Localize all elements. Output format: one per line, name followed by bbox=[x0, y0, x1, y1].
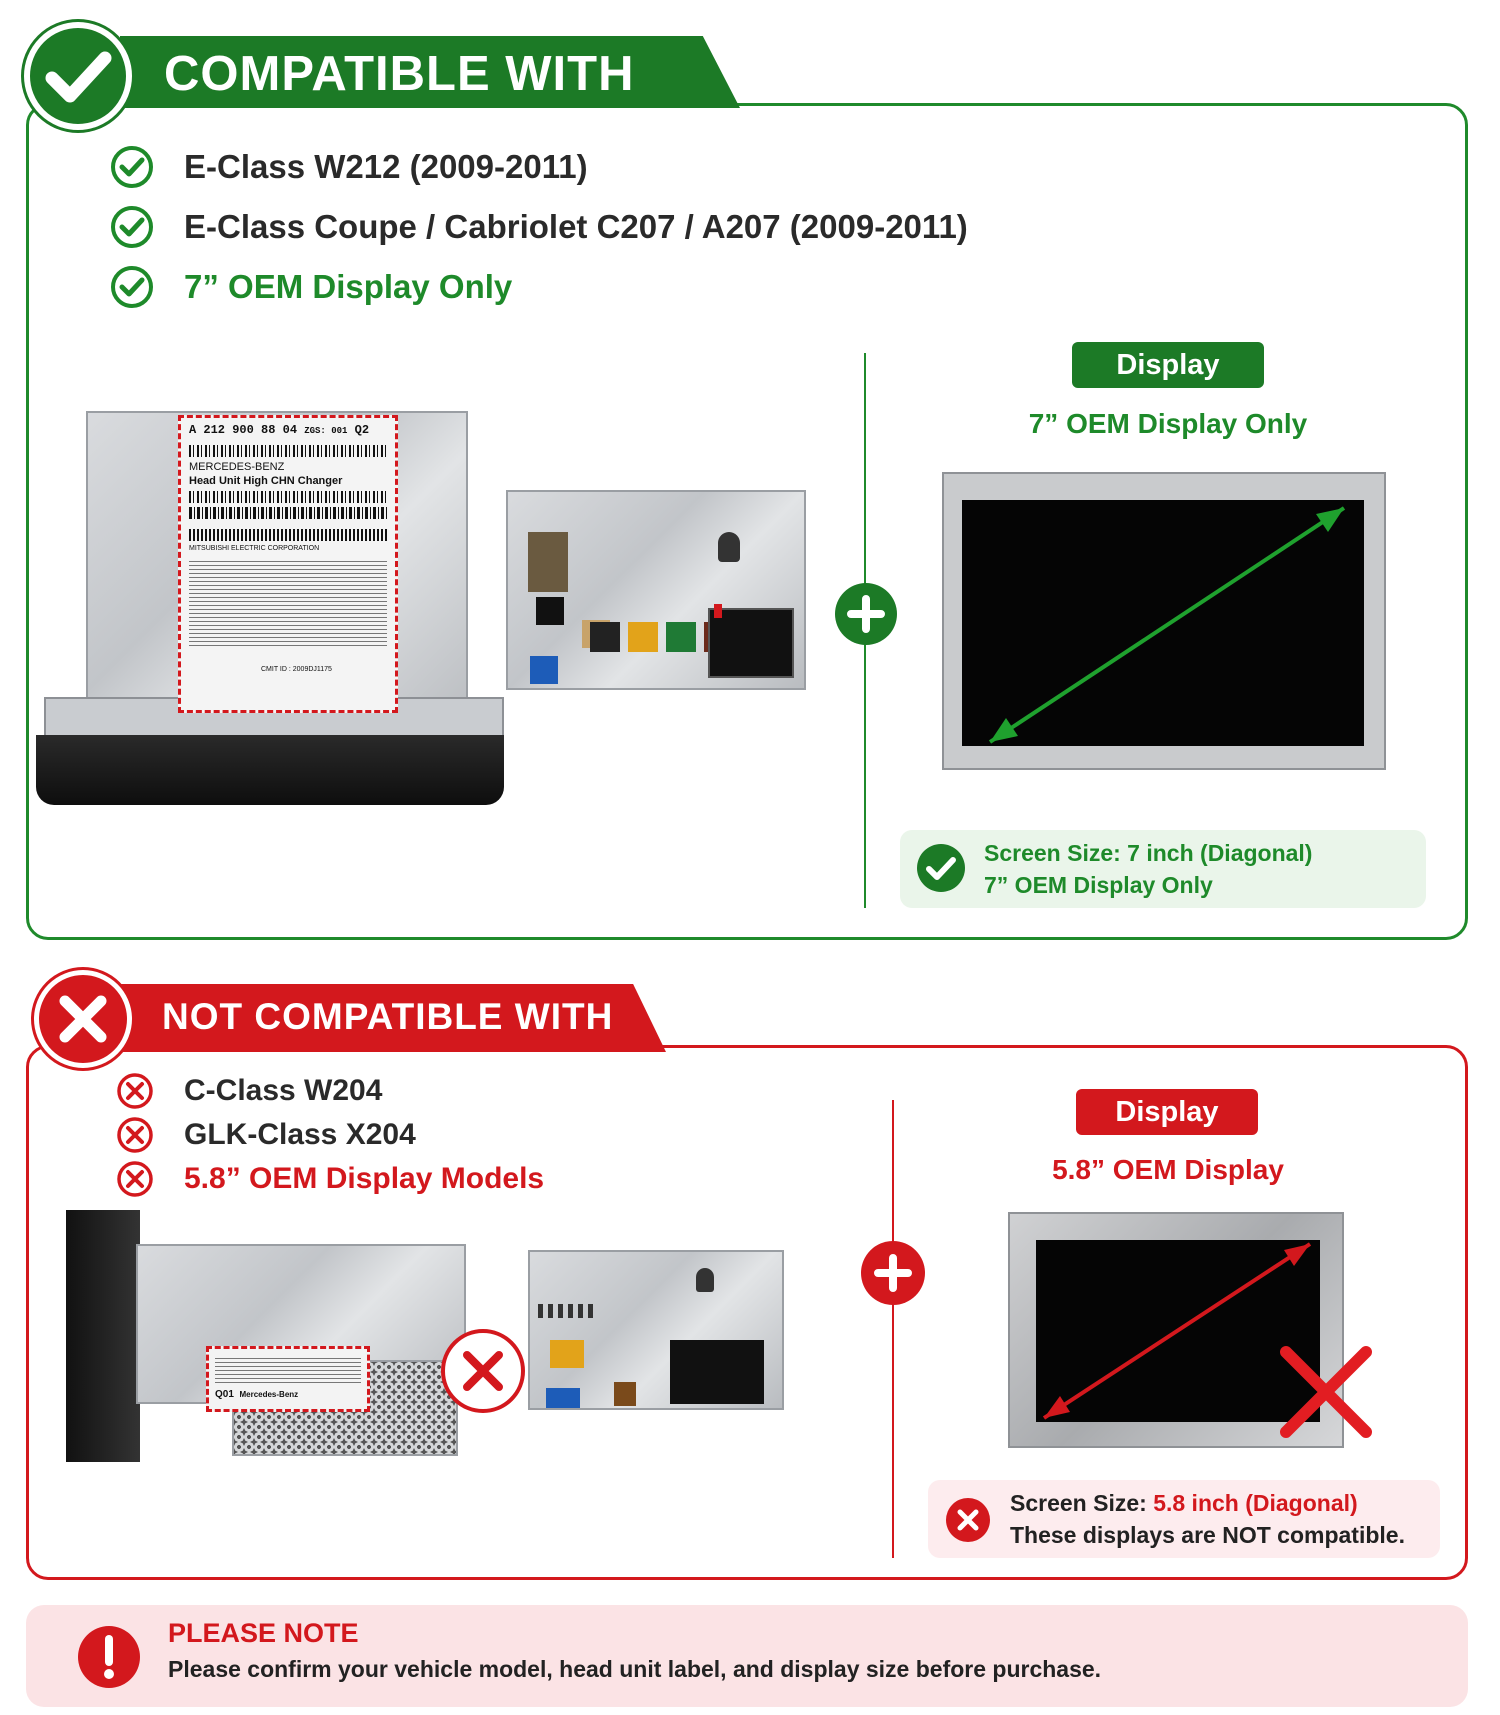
list-item: E-Class W212 (2009-2011) bbox=[110, 145, 968, 189]
x-circle-icon bbox=[117, 1117, 153, 1153]
compatible-head-unit-image: A 212 900 88 04 ZGS: 001 Q2 MERCEDES-BEN… bbox=[36, 405, 506, 805]
compatible-display-subtitle: 7” OEM Display Only bbox=[1028, 408, 1308, 439]
x-circle-icon bbox=[946, 1498, 990, 1542]
not-compatible-display-image bbox=[1008, 1212, 1344, 1448]
check-circle-icon bbox=[111, 206, 153, 248]
checkmark-icon bbox=[24, 22, 132, 130]
not-compatible-display-pill: Display bbox=[1076, 1089, 1258, 1135]
please-note-title: PLEASE NOTE bbox=[168, 1618, 359, 1648]
not-compatible-heading: NOT COMPATIBLE WITH bbox=[162, 996, 614, 1037]
not-compatible-display-subtitle: 5.8” OEM Display bbox=[1052, 1154, 1284, 1185]
compatible-connector-image bbox=[506, 490, 806, 690]
exclamation-icon bbox=[78, 1626, 140, 1688]
diagonal-arrow-icon bbox=[988, 506, 1346, 744]
compatible-banner: COMPATIBLE WITH bbox=[120, 36, 740, 108]
compatible-heading: COMPATIBLE WITH bbox=[164, 47, 635, 101]
not-compatible-head-unit-image: Q01 Mercedes-Benz bbox=[66, 1210, 466, 1462]
please-note-text: Please confirm your vehicle model, head … bbox=[168, 1656, 1102, 1682]
compatible-display-image bbox=[942, 472, 1386, 770]
not-compatible-banner: NOT COMPATIBLE WITH bbox=[118, 984, 666, 1052]
compatible-screen-size-box: Screen Size: 7 inch (Diagonal) 7” OEM Di… bbox=[900, 830, 1426, 908]
x-circle-icon bbox=[117, 1161, 153, 1197]
compatible-panel bbox=[26, 103, 1468, 940]
check-circle-icon bbox=[111, 146, 153, 188]
list-item: C-Class W204 bbox=[116, 1072, 544, 1110]
list-item: E-Class Coupe / Cabriolet C207 / A207 (2… bbox=[110, 205, 968, 249]
list-item: GLK-Class X204 bbox=[116, 1116, 544, 1154]
x-circle-icon bbox=[441, 1329, 525, 1413]
plus-circle-icon bbox=[861, 1241, 925, 1305]
not-compatible-screen-size-box: Screen Size: 5.8 inch (Diagonal) These d… bbox=[928, 1480, 1440, 1558]
not-compatible-panel bbox=[26, 1045, 1468, 1580]
compatible-list: E-Class W212 (2009-2011) E-Class Coupe /… bbox=[110, 145, 968, 309]
diagonal-arrow-icon bbox=[1042, 1242, 1312, 1420]
please-note-box bbox=[26, 1605, 1468, 1707]
not-compatible-divider bbox=[892, 1100, 894, 1558]
big-x-icon bbox=[1280, 1346, 1372, 1438]
list-item: 5.8” OEM Display Models bbox=[116, 1160, 544, 1198]
check-circle-icon bbox=[917, 844, 965, 892]
x-circle-icon bbox=[117, 1073, 153, 1109]
check-circle-icon bbox=[111, 266, 153, 308]
not-compatible-list: C-Class W204 GLK-Class X204 5.8” OEM Dis… bbox=[116, 1072, 544, 1198]
close-icon bbox=[34, 970, 132, 1068]
not-compatible-connector-image bbox=[528, 1250, 784, 1410]
list-item: 7” OEM Display Only bbox=[110, 265, 968, 309]
plus-circle-icon bbox=[835, 583, 897, 645]
compatible-display-pill: Display bbox=[1072, 342, 1264, 388]
